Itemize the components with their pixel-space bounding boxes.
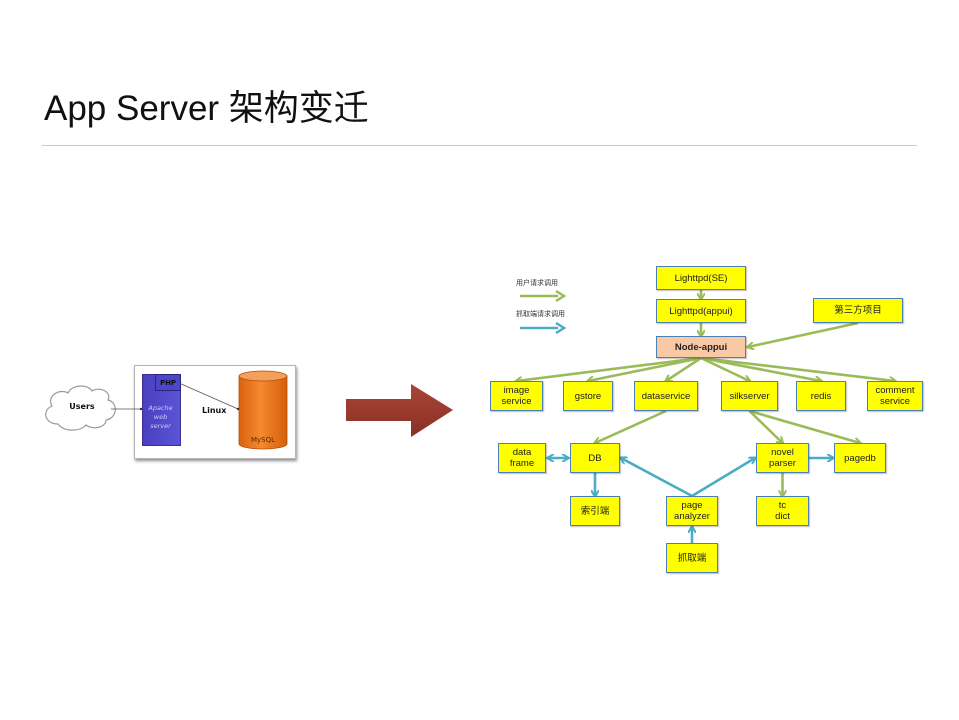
node-page-analyzer: page analyzer: [666, 496, 718, 526]
right-arrow-icon: [346, 384, 453, 437]
node-novel-parser: novel parser: [756, 443, 809, 473]
title-divider: [42, 145, 917, 146]
node-gstore: gstore: [563, 381, 613, 411]
apache-label: Apache web server: [148, 404, 173, 430]
node-image-service: image service: [490, 381, 543, 411]
node-db: DB: [570, 443, 620, 473]
node-lighttpd-se: Lighttpd(SE): [656, 266, 746, 290]
php-block: PHP: [155, 374, 181, 391]
edge-node-appui-to-dataservice: [666, 356, 702, 381]
edge-node-appui-to-silkserver: [700, 356, 750, 381]
edge-silkserver-to-novel-parser: [748, 410, 783, 443]
node-redis: redis: [796, 381, 846, 411]
node-node-appui: Node-appui: [656, 336, 746, 358]
slide-title: App Server 架构变迁: [44, 89, 369, 128]
node-silkserver: silkserver: [721, 381, 778, 411]
users-label: Users: [69, 402, 95, 411]
linux-label: Linux: [202, 406, 227, 415]
edge-node-appui-to-gstore: [588, 356, 702, 381]
edge-page-analyzer-to-novel-parser: [691, 458, 755, 498]
node-data-frame: data frame: [498, 443, 546, 473]
edge-page-analyzer-to-db: [621, 458, 693, 498]
legend-user-request-label: 用户请求调用: [516, 279, 558, 287]
legend-crawler-request-label: 抓取端请求调用: [516, 310, 565, 318]
mysql-label: MySQL: [250, 436, 276, 444]
edge-third-party-to-node-appui: [748, 321, 859, 347]
edge-node-appui-to-redis: [700, 356, 821, 381]
node-third-party: 第三方项目: [813, 298, 903, 323]
edge-node-appui-to-comment-service: [700, 356, 895, 381]
edge-silkserver-to-pagedb: [749, 409, 861, 443]
edge-dataservice-to-db: [595, 409, 667, 443]
node-crawler: 抓取端: [666, 543, 718, 573]
node-index-end: 索引端: [570, 496, 620, 526]
node-comment-service: comment service: [867, 381, 923, 411]
legend-user-arrow-icon: [520, 289, 567, 303]
edge-node-appui-to-image-service: [517, 356, 702, 381]
node-pagedb: pagedb: [834, 443, 886, 473]
legend-crawler-arrow-icon: [520, 321, 567, 335]
node-dataservice: dataservice: [634, 381, 698, 411]
node-lighttpd-appui: Lighttpd(appui): [656, 299, 746, 323]
mysql-cylinder-icon: [238, 370, 288, 450]
node-tc-dict: tc dict: [756, 496, 809, 526]
